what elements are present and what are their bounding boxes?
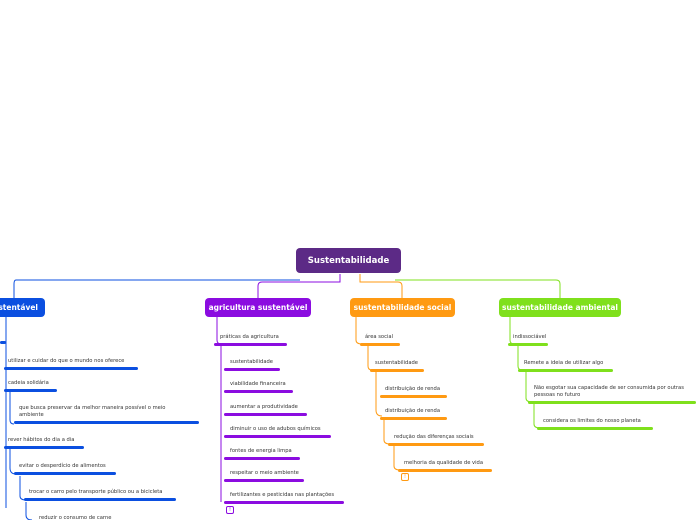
topic-underline bbox=[14, 421, 199, 424]
topic-item[interactable]: Não esgotar sua capacidade de ser consum… bbox=[534, 385, 694, 399]
topic-item[interactable]: diminuir o uso de adubos químicos bbox=[230, 426, 321, 433]
topic-item[interactable]: fontes de energia limpa bbox=[230, 448, 292, 455]
topic-item[interactable]: distribuição de renda bbox=[385, 408, 440, 415]
topic-underline bbox=[380, 417, 447, 420]
topic-text: trocar o carro pelo transporte público o… bbox=[29, 489, 163, 495]
topic-underline bbox=[537, 427, 653, 430]
branch-label: sustentabilidade ambiental bbox=[502, 303, 618, 312]
topic-item[interactable]: considera os limites do nosso planeta bbox=[543, 418, 641, 425]
topic-underline bbox=[4, 389, 57, 392]
branch-node-blue[interactable]: stentável bbox=[0, 298, 45, 317]
topic-text: evitar o desperdício de alimentos bbox=[19, 463, 106, 469]
topic-underline bbox=[224, 435, 331, 438]
topic-item[interactable]: que busca preservar da melhor maneira po… bbox=[19, 405, 189, 419]
topic-underline bbox=[224, 501, 344, 504]
topic-text: reduzir o consumo de carne bbox=[39, 515, 112, 521]
topic-text: Remete a ideia de utilizar algo bbox=[524, 360, 604, 366]
topic-underline bbox=[14, 472, 116, 475]
marker-text: ! bbox=[403, 474, 406, 480]
branch-node-green[interactable]: sustentabilidade ambiental bbox=[499, 298, 621, 317]
topic-item[interactable]: melhoria da qualidade de vida bbox=[404, 460, 483, 467]
connector-root-green bbox=[395, 279, 561, 300]
topic-item[interactable]: fertilizantes e pesticidas nas plantaçõe… bbox=[230, 492, 334, 499]
topic-text: sustentabilidade bbox=[230, 359, 273, 365]
topic-text: fontes de energia limpa bbox=[230, 448, 292, 454]
topic-text: utilizar e cuidar do que o mundo nos ofe… bbox=[8, 358, 125, 364]
topic-text: melhoria da qualidade de vida bbox=[404, 460, 484, 466]
topic-underline bbox=[370, 369, 424, 372]
topic-item[interactable]: trocar o carro pelo transporte público o… bbox=[29, 489, 162, 496]
topic-underline bbox=[224, 457, 300, 460]
topic-underline bbox=[398, 469, 492, 472]
branch-label: agricultura sustentável bbox=[208, 303, 308, 312]
topic-underline bbox=[508, 343, 548, 346]
topic-text: viabilidade financeira bbox=[230, 381, 286, 387]
branch-node-orange[interactable]: sustentabilidade social bbox=[350, 298, 455, 317]
topic-item[interactable]: respeitar o meio ambiente bbox=[230, 470, 299, 477]
topic-underline bbox=[388, 443, 484, 446]
topic-underline bbox=[518, 369, 613, 372]
topic-text: que busca preservar da melhor maneira po… bbox=[19, 405, 166, 419]
topic-item[interactable]: rever hábitos do dia a dia bbox=[8, 437, 74, 444]
branch-node-purple[interactable]: agricultura sustentável bbox=[205, 298, 311, 317]
topic-text: considera os limites do nosso planeta bbox=[543, 418, 641, 424]
topic-item[interactable]: evitar o desperdício de alimentos bbox=[19, 463, 106, 470]
topic-text: cadeia solidária bbox=[8, 380, 49, 386]
topic-underline bbox=[4, 367, 138, 370]
topic-underline bbox=[24, 498, 176, 501]
topic-item[interactable]: sustentabilidade bbox=[375, 360, 418, 367]
topic-underline bbox=[4, 446, 84, 449]
topic-item[interactable]: cadeia solidária bbox=[8, 380, 49, 387]
topic-item[interactable]: reduzir o consumo de carne bbox=[39, 515, 111, 522]
topic-underline bbox=[380, 395, 447, 398]
alert-marker-icon[interactable]: ! bbox=[401, 473, 409, 481]
topic-text: respeitar o meio ambiente bbox=[230, 470, 299, 476]
topic-underline bbox=[214, 343, 287, 346]
topic-underline bbox=[528, 401, 696, 404]
topic-text: práticas da agricultura bbox=[220, 334, 279, 340]
topic-item[interactable]: práticas da agricultura bbox=[220, 334, 279, 341]
topic-underline bbox=[224, 413, 307, 416]
topic-text: distribuição de renda bbox=[385, 386, 441, 392]
connector-root-orange bbox=[359, 274, 403, 300]
branch-label: sustentabilidade social bbox=[353, 303, 452, 312]
connector-root-blue bbox=[13, 279, 300, 300]
topic-text: distribuição de renda bbox=[385, 408, 441, 414]
topic-item[interactable]: área social bbox=[365, 334, 393, 341]
topic-item[interactable]: Remete a ideia de utilizar algo bbox=[524, 360, 603, 367]
topic-text: redução das diferenças sociais bbox=[394, 434, 474, 440]
topic-text: fertilizantes e pesticidas nas plantaçõe… bbox=[230, 492, 335, 498]
connector-root-purple bbox=[257, 274, 341, 300]
topic-underline bbox=[224, 368, 280, 371]
topic-text: indissociável bbox=[513, 334, 547, 340]
topic-item[interactable]: sustentabilidade bbox=[230, 359, 273, 366]
topic-text: área social bbox=[365, 334, 394, 340]
root-label: Sustentabilidade bbox=[307, 255, 390, 266]
topic-item[interactable]: aumentar a produtividade bbox=[230, 404, 298, 411]
topic-item[interactable]: utilizar e cuidar do que o mundo nos ofe… bbox=[8, 358, 124, 365]
topic-underline bbox=[224, 479, 304, 482]
topic-item[interactable]: redução das diferenças sociais bbox=[394, 434, 474, 441]
topic-text: sustentabilidade bbox=[375, 360, 418, 366]
marker-text: ! bbox=[228, 507, 231, 513]
topic-text: rever hábitos do dia a dia bbox=[8, 437, 75, 443]
topic-item[interactable]: indissociável bbox=[513, 334, 546, 341]
topic-text: aumentar a produtividade bbox=[230, 404, 298, 410]
topic-item[interactable]: viabilidade financeira bbox=[230, 381, 286, 388]
branch-label: stentável bbox=[0, 303, 38, 312]
topic-text: diminuir o uso de adubos químicos bbox=[230, 426, 321, 432]
topic-text: Não esgotar sua capacidade de ser consum… bbox=[534, 385, 684, 399]
topic-underline bbox=[360, 343, 400, 346]
alert-marker-icon[interactable]: ! bbox=[226, 506, 234, 514]
topic-item[interactable]: distribuição de renda bbox=[385, 386, 440, 393]
root-node[interactable]: Sustentabilidade bbox=[296, 248, 401, 273]
topic-underline bbox=[224, 390, 293, 393]
branch-underline bbox=[0, 341, 6, 344]
